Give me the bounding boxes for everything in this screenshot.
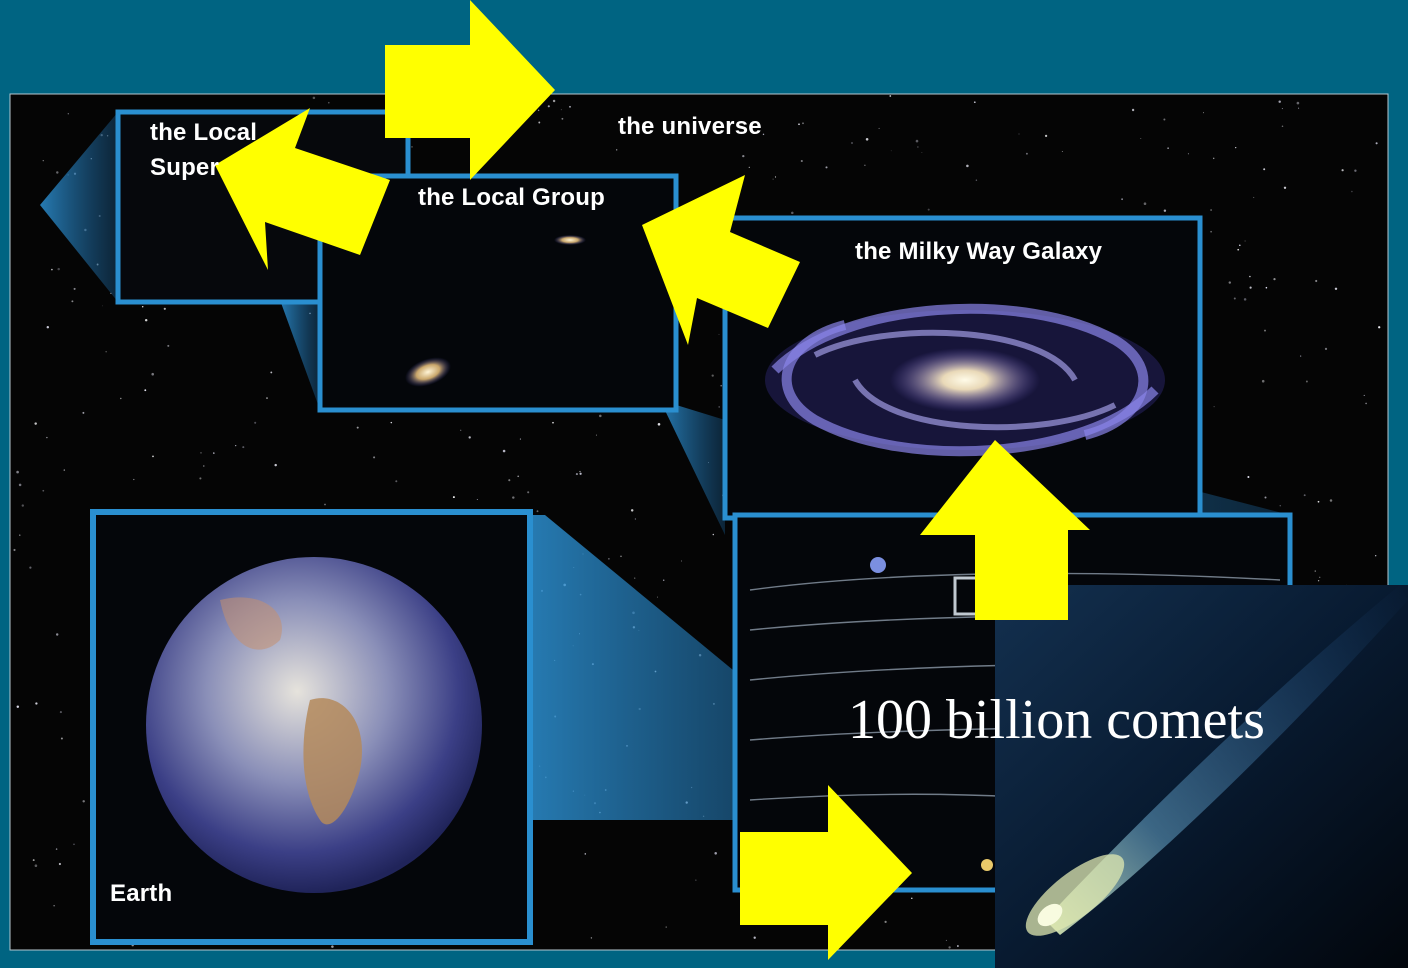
arrow-up-left-supercluster [215,108,390,270]
label-local-group: the Local Group [418,184,606,211]
arrow-right-bottom [740,785,912,960]
arrow-up-left-local-group [642,175,800,345]
label-local-supercluster-line2: Super [150,154,220,181]
arrow-up-milky-way [920,440,1090,620]
local-group-panel [317,173,679,413]
milky-way-galaxy [765,303,1165,457]
earth-panel [90,509,533,945]
caption-comets: 100 billion comets [848,689,1265,751]
milky-way-panel [722,215,1203,521]
comet-image [995,585,1408,968]
label-milky-way: the Milky Way Galaxy [855,238,1103,265]
label-universe: the universe [618,113,762,140]
label-local-supercluster-line1: the Local [150,119,258,146]
arrow-right-top [385,0,555,180]
arrows [215,0,1090,960]
label-earth: Earth [110,880,173,907]
